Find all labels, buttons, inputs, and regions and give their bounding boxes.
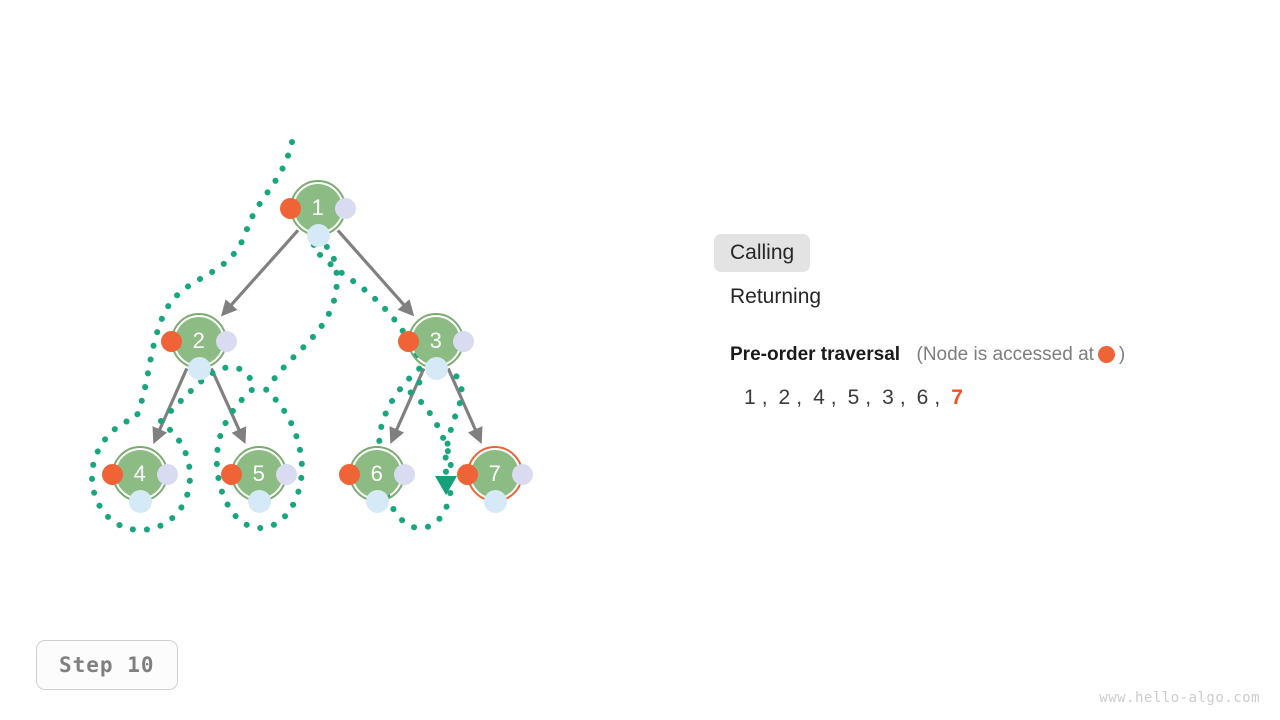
node-right-port-icon xyxy=(394,464,415,485)
traversal-note: (Node is accessed at) xyxy=(917,344,1126,365)
traversal-separator: , xyxy=(830,386,840,409)
node-access-dot-icon xyxy=(102,464,123,485)
tree-node-1[interactable]: 1 xyxy=(280,180,356,247)
node-bottom-port-icon xyxy=(366,490,389,513)
traversal-value: 7 xyxy=(951,386,966,409)
node-value: 4 xyxy=(133,461,147,486)
binary-tree-diagram: 1 2 3 4 5 6 7 xyxy=(0,0,660,620)
legend-row-calling: Calling xyxy=(714,234,1254,272)
traversal-sequence: 1,2,4,5,3,6,7 xyxy=(744,386,1254,410)
node-right-port-icon xyxy=(512,464,533,485)
traversal-value: 1 xyxy=(744,386,759,409)
node-access-dot-icon xyxy=(457,464,478,485)
legend-panel: Calling Returning Pre-order traversal (N… xyxy=(714,234,1254,410)
traversal-value: 5 xyxy=(847,386,863,409)
traversal-separator: , xyxy=(899,386,909,409)
node-access-dot-icon xyxy=(339,464,360,485)
node-right-port-icon xyxy=(453,331,474,352)
legend-row-returning: Returning xyxy=(714,278,1254,316)
tree-node-6[interactable]: 6 xyxy=(339,446,415,513)
node-bottom-port-icon xyxy=(248,490,271,513)
node-bottom-port-icon xyxy=(188,357,211,380)
tree-node-2[interactable]: 2 xyxy=(161,313,237,380)
node-bottom-port-icon xyxy=(307,224,330,247)
tree-node-5[interactable]: 5 xyxy=(221,446,297,513)
node-access-dot-icon xyxy=(161,331,182,352)
tree-node-4[interactable]: 4 xyxy=(102,446,178,513)
node-right-port-icon xyxy=(276,464,297,485)
tree-node-3[interactable]: 3 xyxy=(398,313,474,380)
site-watermark: www.hello-algo.com xyxy=(1099,690,1260,706)
current-node-pointer-icon xyxy=(435,476,457,495)
node-value: 3 xyxy=(429,328,443,353)
node-value: 5 xyxy=(252,461,266,486)
tree-edge-2-5 xyxy=(209,367,247,445)
traversal-value: 3 xyxy=(882,386,897,409)
traversal-separator: , xyxy=(796,386,806,409)
node-bottom-port-icon xyxy=(425,357,448,380)
node-value: 7 xyxy=(488,461,502,486)
legend-returning-label: Returning xyxy=(730,285,822,308)
node-access-dot-icon xyxy=(280,198,301,219)
node-value: 1 xyxy=(311,195,325,220)
traversal-block: Pre-order traversal (Node is accessed at… xyxy=(714,344,1254,410)
orange-dot-icon xyxy=(1097,346,1115,363)
tree-edge-3-7 xyxy=(446,367,483,444)
traversal-separator: , xyxy=(761,386,771,409)
node-right-port-icon xyxy=(216,331,237,352)
tree-edge-2-4 xyxy=(152,367,189,444)
tree-edge-1-3 xyxy=(336,229,415,317)
traversal-note-prefix: (Node is accessed at xyxy=(916,344,1094,365)
tree-edges-and-path xyxy=(88,139,483,534)
traversal-separator: , xyxy=(865,386,875,409)
recursion-trace-path xyxy=(88,139,465,534)
traversal-value: 4 xyxy=(813,386,828,409)
tree-edge-1-2 xyxy=(220,229,300,317)
traversal-separator: , xyxy=(934,386,944,409)
legend-calling-label: Calling xyxy=(714,234,811,272)
node-right-port-icon xyxy=(157,464,178,485)
step-badge: Step 10 xyxy=(36,640,178,690)
traversal-value: 2 xyxy=(778,386,794,409)
node-value: 2 xyxy=(192,328,206,353)
node-access-dot-icon xyxy=(398,331,419,352)
traversal-note-suffix: ) xyxy=(1118,344,1126,365)
node-right-port-icon xyxy=(335,198,356,219)
node-bottom-port-icon xyxy=(484,490,507,513)
node-value: 6 xyxy=(370,461,384,486)
traversal-value: 6 xyxy=(916,386,932,409)
node-access-dot-icon xyxy=(221,464,242,485)
node-bottom-port-icon xyxy=(129,490,152,513)
tree-node-7[interactable]: 7 xyxy=(435,446,533,513)
traversal-heading: Pre-order traversal xyxy=(730,344,901,365)
